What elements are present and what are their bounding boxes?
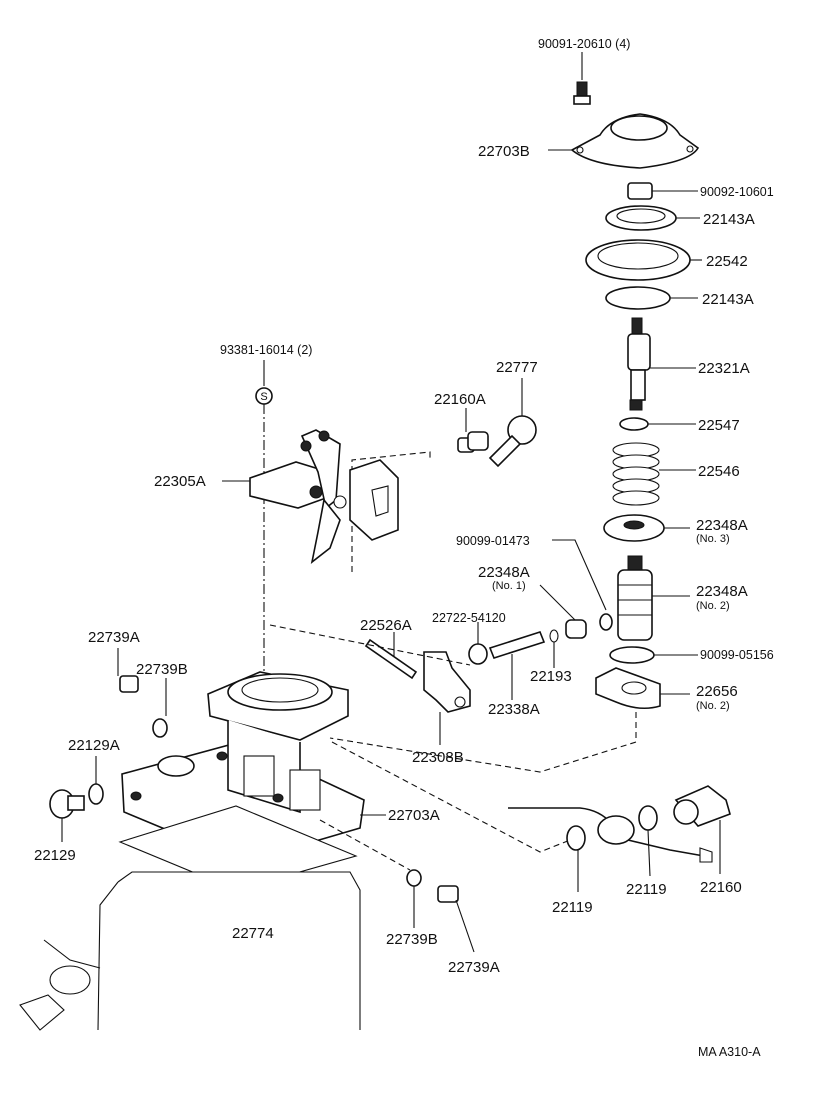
plug-22739a-right: [437, 885, 475, 953]
label-22656-no2: (No. 2): [696, 700, 730, 712]
label-22348a-no1: 22348A: [478, 564, 530, 581]
diagram-reference-code: MA A310-A: [698, 1045, 761, 1059]
label-22119-right: 22119: [626, 881, 667, 898]
lever-22308b: [423, 651, 471, 745]
bolt-90091: [573, 52, 591, 105]
washer-22739b-left: [152, 678, 168, 738]
label-22546: 22546: [698, 463, 740, 480]
ring-90099-01473: [552, 539, 613, 631]
label-no1: (No. 1): [492, 580, 526, 592]
fitting-22160a: [457, 408, 489, 453]
label-22348a-no3: 22348A: [696, 517, 748, 534]
diaphragm-22542: [585, 239, 702, 281]
pump-housing: [19, 871, 361, 1031]
washer-22119-left: [566, 825, 586, 892]
label-22739b-right: 22739B: [386, 931, 438, 948]
label-22542: 22542: [706, 253, 748, 270]
ring-22193: [549, 629, 559, 668]
bolt-22160: [673, 785, 731, 874]
label-no3: (No. 3): [696, 533, 730, 545]
label-90091-20610: 90091-20610 (4): [538, 37, 630, 51]
plate-22143a-top: [605, 205, 700, 231]
washer-22739b-right: [406, 869, 422, 928]
label-90099-01473: 90099-01473: [456, 534, 530, 548]
svg-text:S: S: [260, 391, 267, 403]
label-no2: (No. 2): [696, 600, 730, 612]
ring-22547: [619, 417, 696, 431]
label-22656: 22656: [696, 683, 738, 700]
label-22129: 22129: [34, 847, 76, 864]
label-22160: 22160: [700, 879, 742, 896]
label-22129a: 22129A: [68, 737, 120, 754]
label-22777: 22777: [496, 359, 538, 376]
washer-90099-05156: [609, 646, 698, 664]
label-90092-10601: 90092-10601: [700, 185, 774, 199]
label-22703a: 22703A: [388, 807, 440, 824]
marker-s: S: [255, 360, 273, 405]
nut-90092: [627, 182, 698, 200]
pipe-assembly: [508, 807, 713, 863]
shaft-22321a: [627, 317, 696, 411]
label-22739a-left: 22739A: [88, 629, 140, 646]
shaft-22338a: [488, 631, 546, 700]
label-22722-54120: 22722-54120: [432, 611, 506, 625]
label-93381-16014: 93381-16014 (2): [220, 343, 312, 357]
label-22739b-left: 22739B: [136, 661, 188, 678]
pin-22526a: [364, 632, 418, 680]
label-22160a: 22160A: [434, 391, 486, 408]
washer-22722: [468, 622, 488, 665]
cover-22703b: [548, 113, 700, 169]
label-22526a: 22526A: [360, 617, 412, 634]
spring-22546: [612, 442, 696, 506]
plug-22739a-left: [117, 648, 139, 693]
label-22348a-no2: 22348A: [696, 583, 748, 600]
label-22119-left: 22119: [552, 899, 593, 916]
label-22308b: 22308B: [412, 749, 464, 766]
label-22739a-right: 22739A: [448, 959, 500, 976]
lever-assembly-22305a: [222, 429, 399, 564]
label-22774: 22774: [232, 925, 274, 942]
label-22338a: 22338A: [488, 701, 540, 718]
label-22193: 22193: [530, 668, 572, 685]
gear-22348a-no3: [603, 514, 690, 542]
label-90099-05156: 90099-05156: [700, 648, 774, 662]
label-22321a: 22321A: [698, 360, 750, 377]
label-22143a-bottom: 22143A: [702, 291, 754, 308]
bushing-22348a-no1: [539, 584, 587, 639]
washer-22119-right: [638, 805, 658, 877]
fitting-22777: [488, 378, 537, 468]
label-22143a-top: 22143A: [703, 211, 755, 228]
plate-22143a-bottom: [605, 286, 698, 310]
boot-22348a-no2: [617, 555, 690, 641]
label-22305a: 22305A: [154, 473, 206, 490]
bolt-22129: [49, 789, 85, 842]
label-22703b: 22703B: [478, 143, 530, 160]
bracket-22656: [595, 667, 690, 710]
washer-22129a: [88, 756, 104, 805]
label-22547: 22547: [698, 417, 740, 434]
